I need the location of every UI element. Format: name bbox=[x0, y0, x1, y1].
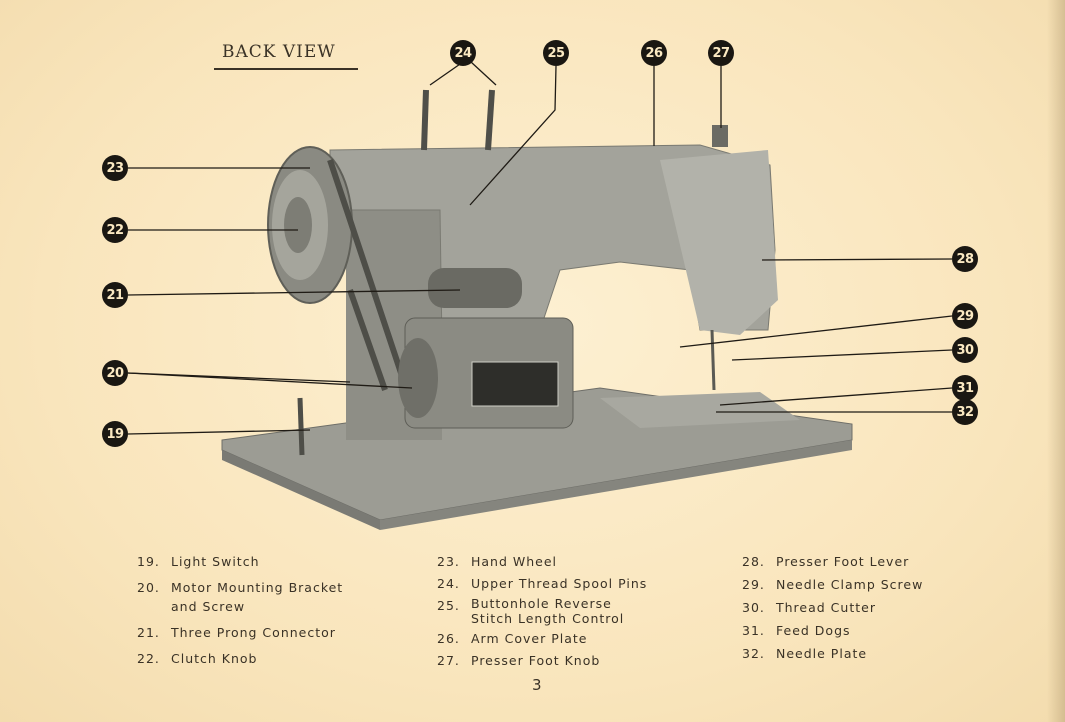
legend-label: Light Switch bbox=[171, 554, 260, 569]
legend-number: 22. bbox=[137, 651, 160, 666]
legend-label: Motor Mounting Bracket and Screw bbox=[171, 580, 344, 614]
legend-number: 30. bbox=[742, 600, 765, 615]
legend-item: 27. Presser Foot Knob bbox=[437, 651, 671, 670]
legend-number: 26. bbox=[437, 631, 460, 646]
legend-item: 29. Needle Clamp Screw bbox=[742, 575, 976, 594]
legend-item: 22. Clutch Knob bbox=[137, 649, 371, 668]
callout-19: 19 bbox=[102, 421, 128, 447]
legend-label: Clutch Knob bbox=[171, 651, 258, 666]
legend-label: Presser Foot Lever bbox=[776, 554, 910, 569]
callout-24: 24 bbox=[450, 40, 476, 66]
legend-item: 20. Motor Mounting Bracket and Screw bbox=[137, 578, 371, 616]
callout-23: 23 bbox=[102, 155, 128, 181]
page-number: 3 bbox=[532, 676, 542, 694]
legend-column-1: 19. Light Switch 20. Motor Mounting Bracke… bbox=[137, 552, 371, 675]
legend-label: Needle Plate bbox=[776, 646, 868, 661]
callout-29: 29 bbox=[952, 303, 978, 329]
legend-item: 25. Buttonhole Reverse Stitch Length Cont… bbox=[437, 596, 671, 626]
legend-item: 24. Upper Thread Spool Pins bbox=[437, 574, 671, 593]
legend-label: Needle Clamp Screw bbox=[776, 577, 924, 592]
legend-item: 28. Presser Foot Lever bbox=[742, 552, 976, 571]
callout-21: 21 bbox=[102, 282, 128, 308]
legend-label: Buttonhole Reverse Stitch Length Control bbox=[471, 596, 625, 626]
callout-30: 30 bbox=[952, 337, 978, 363]
legend-item: 23. Hand Wheel bbox=[437, 552, 671, 571]
callout-26: 26 bbox=[641, 40, 667, 66]
legend-number: 31. bbox=[742, 623, 765, 638]
legend-number: 27. bbox=[437, 653, 460, 668]
legend-number: 25. bbox=[437, 598, 460, 613]
callout-28: 28 bbox=[952, 246, 978, 272]
page-edge bbox=[1047, 0, 1065, 722]
legend-item: 21. Three Prong Connector bbox=[137, 623, 371, 642]
legend-label: Arm Cover Plate bbox=[471, 631, 588, 646]
callout-25: 25 bbox=[543, 40, 569, 66]
legend-number: 24. bbox=[437, 576, 460, 591]
legend-label: Feed Dogs bbox=[776, 623, 851, 638]
legend-item: 31. Feed Dogs bbox=[742, 621, 976, 640]
legend-number: 20. bbox=[137, 580, 160, 595]
callout-20: 20 bbox=[102, 360, 128, 386]
legend-item: 32. Needle Plate bbox=[742, 644, 976, 663]
legend-number: 23. bbox=[437, 554, 460, 569]
legend-label: Hand Wheel bbox=[471, 554, 558, 569]
title-underline bbox=[214, 68, 358, 70]
legend-number: 29. bbox=[742, 577, 765, 592]
legend-item: 26. Arm Cover Plate bbox=[437, 629, 671, 648]
callout-32: 32 bbox=[952, 399, 978, 425]
legend-column-2: 23. Hand Wheel 24. Upper Thread Spool Pins… bbox=[437, 552, 671, 677]
legend-label: Upper Thread Spool Pins bbox=[471, 576, 648, 591]
legend-number: 28. bbox=[742, 554, 765, 569]
legend-column-3: 28. Presser Foot Lever 29. Needle Clamp Sc… bbox=[742, 552, 976, 670]
legend-number: 21. bbox=[137, 625, 160, 640]
legend-label: Presser Foot Knob bbox=[471, 653, 601, 668]
page-title: BACK VIEW bbox=[222, 42, 336, 62]
legend-item: 19. Light Switch bbox=[137, 552, 371, 571]
legend-item: 30. Thread Cutter bbox=[742, 598, 976, 617]
callout-31: 31 bbox=[952, 375, 978, 401]
callout-27: 27 bbox=[708, 40, 734, 66]
legend-label: Thread Cutter bbox=[776, 600, 876, 615]
legend-label: Three Prong Connector bbox=[171, 625, 336, 640]
legend-number: 32. bbox=[742, 646, 765, 661]
callout-22: 22 bbox=[102, 217, 128, 243]
legend-number: 19. bbox=[137, 554, 160, 569]
